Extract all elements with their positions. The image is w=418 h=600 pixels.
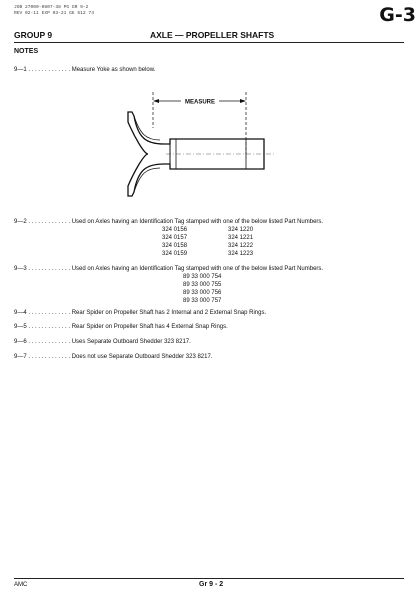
note-text: Measure Yoke as shown below. xyxy=(71,67,156,73)
part-number: 89 33 000 757 xyxy=(183,298,222,304)
section-tab: G-3 xyxy=(379,4,416,26)
part-number: 324 0159 xyxy=(162,251,188,257)
note-leader: . . . . . . . . . . . . . xyxy=(26,67,72,73)
note-leader: . . . . . . . . . . . . . xyxy=(26,219,72,225)
note-leader: . . . . . . . . . . . . . xyxy=(26,266,72,272)
part-number: 89 33 000 755 xyxy=(183,282,222,288)
print-job-code-line-1: JOB 27000-0807-38 PG GR 9-2 xyxy=(14,5,89,10)
part-number-list-9-2-right: 324 1220 324 1221 324 1222 324 1223 xyxy=(228,226,253,258)
part-number: 324 1222 xyxy=(228,243,254,249)
group-label: GROUP 9 xyxy=(14,30,53,40)
note-number: 9—2 xyxy=(14,219,27,225)
part-number: 324 1221 xyxy=(228,235,254,241)
part-number: 89 33 000 754 xyxy=(183,274,222,280)
page-number: Gr 9 - 2 xyxy=(199,581,224,588)
measure-label-bg xyxy=(181,97,219,105)
yoke-fork-lower-edge xyxy=(133,167,161,193)
part-number: 324 1220 xyxy=(228,227,254,233)
footer-rule xyxy=(14,578,404,579)
note-leader: . . . . . . . . . . . . . xyxy=(26,310,72,316)
note-text: Uses Separate Outboard Shedder 323 8217. xyxy=(71,339,191,345)
part-number: 324 1223 xyxy=(228,251,254,257)
note-number: 9—6 xyxy=(14,339,27,345)
header-rule xyxy=(14,42,404,43)
note-number: 9—1 xyxy=(14,67,27,73)
note-text: Used on Axles having an Identification T… xyxy=(71,219,324,225)
footer-brand: AMC xyxy=(14,582,28,588)
note-text: Rear Spider on Propeller Shaft has 4 Ext… xyxy=(71,324,228,330)
yoke-fork-upper-edge xyxy=(133,115,161,141)
yoke-outline xyxy=(127,111,265,197)
note-number: 9—4 xyxy=(14,310,27,316)
note-9-7: 9—7 . . . . . . . . . . . . . Does not u… xyxy=(14,353,212,361)
note-leader: . . . . . . . . . . . . . xyxy=(26,354,72,360)
note-text: Rear Spider on Propeller Shaft has 2 Int… xyxy=(71,310,267,316)
note-text: Used on Axles having an Identification T… xyxy=(71,266,324,272)
page-title: AXLE — PROPELLER SHAFTS xyxy=(150,30,275,40)
note-9-3: 9—3 . . . . . . . . . . . . . Used on Ax… xyxy=(14,265,323,273)
note-9-5: 9—5 . . . . . . . . . . . . . Rear Spide… xyxy=(14,323,228,331)
arrow-right-icon xyxy=(240,99,246,103)
note-number: 9—7 xyxy=(14,354,27,360)
part-number: 324 0156 xyxy=(162,227,188,233)
part-number-list-9-2-left: 324 0156 324 0157 324 0158 324 0159 xyxy=(162,226,187,258)
yoke-drawing: MEASURE xyxy=(127,92,275,197)
arrow-left-icon xyxy=(153,99,159,103)
note-9-2: 9—2 . . . . . . . . . . . . . Used on Ax… xyxy=(14,218,323,226)
note-leader: . . . . . . . . . . . . . xyxy=(26,324,72,330)
print-job-code: JOB 27000-0807-38 PG GR 9-2 REV 02-11 EX… xyxy=(14,5,94,17)
measure-label: MEASURE xyxy=(185,100,215,106)
notes-heading: NOTES xyxy=(14,48,39,55)
part-number: 324 0157 xyxy=(162,235,188,241)
note-9-4: 9—4 . . . . . . . . . . . . . Rear Spide… xyxy=(14,309,266,317)
part-number: 324 0158 xyxy=(162,243,188,249)
yoke-diagram: MEASURE xyxy=(110,88,310,204)
note-number: 9—3 xyxy=(14,266,27,272)
note-9-6: 9—6 . . . . . . . . . . . . . Uses Separ… xyxy=(14,338,191,346)
part-number-list-9-3: 89 33 000 754 89 33 000 755 89 33 000 75… xyxy=(183,273,221,305)
note-9-1: 9—1 . . . . . . . . . . . . . Measure Yo… xyxy=(14,66,155,74)
part-number: 89 33 000 756 xyxy=(183,290,222,296)
note-text: Does not use Separate Outboard Shedder 3… xyxy=(71,354,213,360)
print-job-code-line-2: REV 02-11 EXP 03-21 GE 512 74 xyxy=(14,11,94,16)
note-leader: . . . . . . . . . . . . . xyxy=(26,339,72,345)
note-number: 9—5 xyxy=(14,324,27,330)
